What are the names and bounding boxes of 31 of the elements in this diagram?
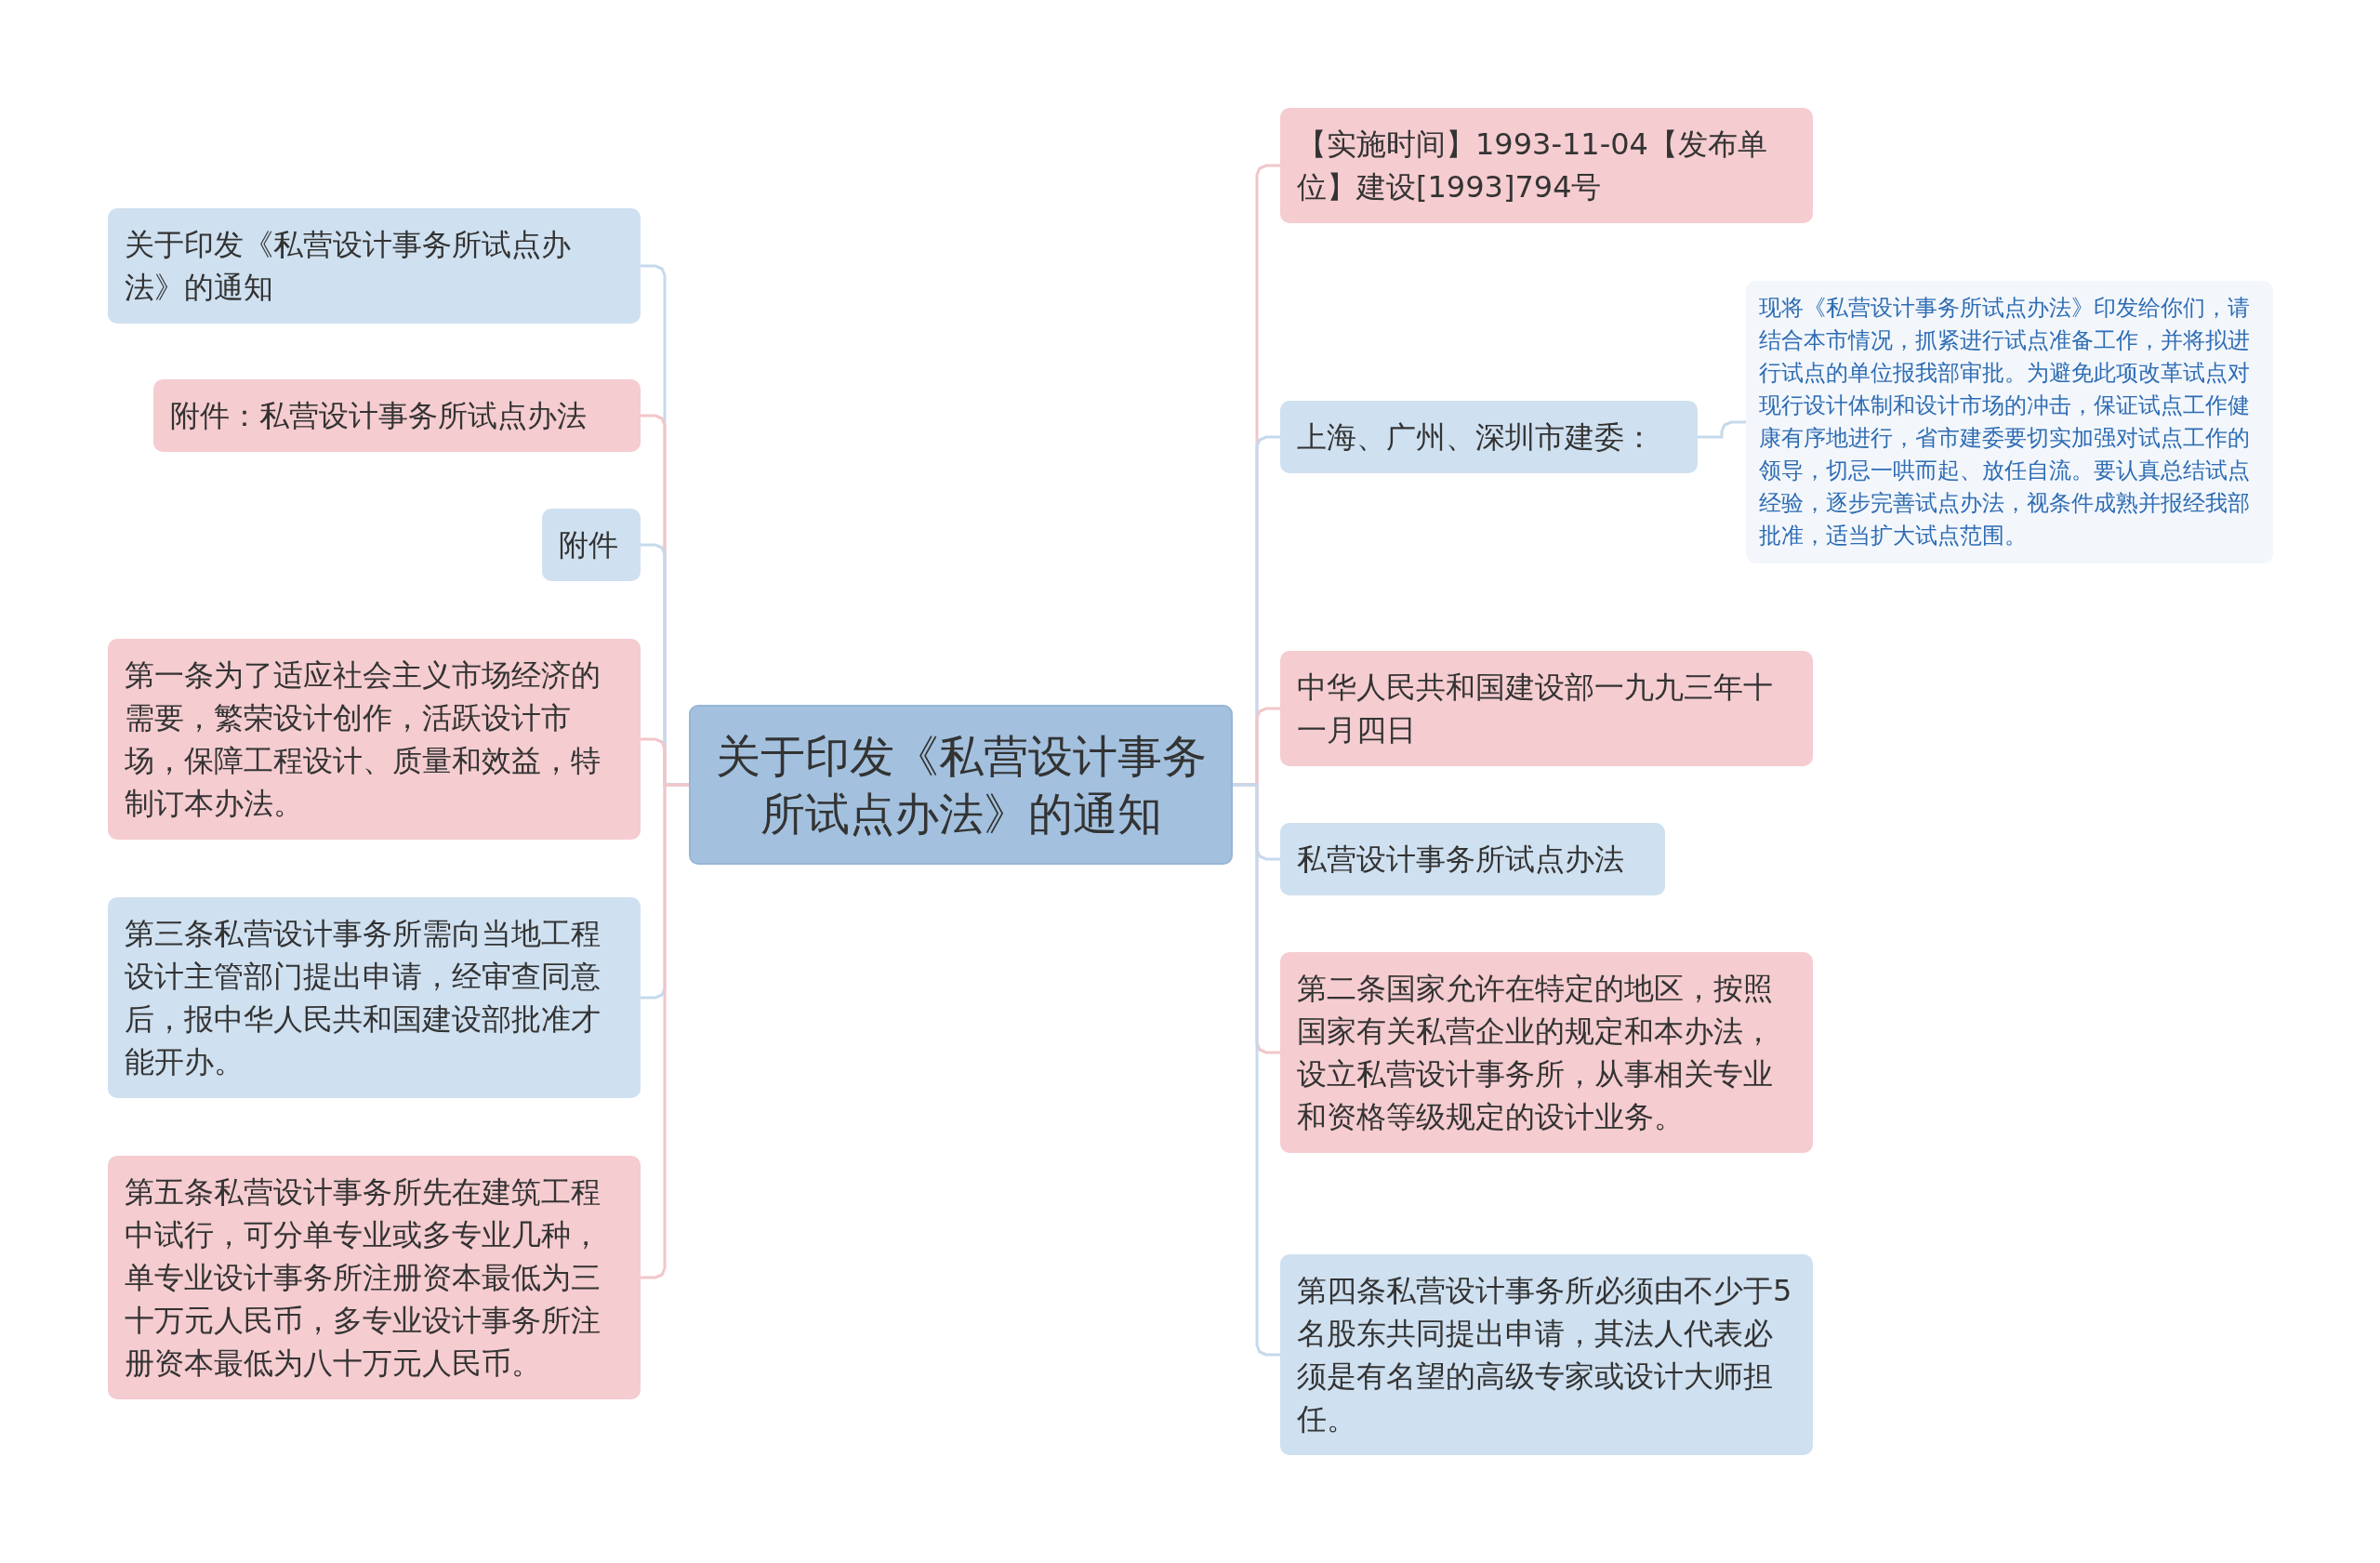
topic-text: 第一条为了适应社会主义市场经济的需要，繁荣设计创作，活跃设计市场，保障工程设计、质量和效益，特制订本办法。 bbox=[125, 656, 602, 823]
topic-text: 第四条私营设计事务所必须由不少于5名股东共同提出申请，其法人代表必须是有名望的高级专家或设计大师担任。 bbox=[1297, 1272, 1793, 1438]
topic-box bbox=[1280, 651, 1813, 766]
topic-box bbox=[108, 639, 641, 840]
topic-box bbox=[153, 379, 641, 452]
topic-box bbox=[1280, 108, 1813, 223]
topic-box bbox=[1280, 823, 1665, 895]
topic-text: 关于印发《私营设计事务所试点办法》的通知 bbox=[125, 226, 572, 307]
topic-box bbox=[108, 208, 641, 324]
central-topic-box bbox=[689, 705, 1233, 865]
topic-text: 第三条私营设计事务所需向当地工程设计主管部门提出申请，经审查同意后，报中华人民共和国建设部批准才能开办。 bbox=[125, 915, 602, 1081]
topic-text: 【实施时间】1993-11-04【发布单位】建设[1993]794号 bbox=[1297, 126, 1768, 206]
note-box bbox=[1746, 281, 2273, 563]
topic-text: 第二条国家允许在特定的地区，按照国家有关私营企业的规定和本办法，设立私营设计事务所，从事相关专业和资格等级规定的设计业务。 bbox=[1297, 970, 1774, 1136]
topic-box bbox=[108, 897, 641, 1098]
topic-text: 中华人民共和国建设部一九九三年十一月四日 bbox=[1297, 669, 1774, 749]
topic-box bbox=[1280, 1254, 1813, 1455]
topic-text: 附件 bbox=[559, 526, 619, 564]
topic-text: 现将《私营设计事务所试点办法》印发给你们，请结合本市情况，抓紧进行试点准备工作，并将拟进行试点的单位报我部审批。为避免此项改革试点对现行设计体制和设计市场的冲击，保证试点工作健康有序地进行，省市建委要切实加强对试点工作的领导，切忌一哄而起、放任自流。要认真总结试点经验，逐步完善试点办法，视条件成熟并报经我部批准，适当扩大试点范围。 bbox=[1759, 294, 2251, 550]
connector-line bbox=[1233, 783, 1280, 1357]
connector-line bbox=[641, 783, 689, 1279]
topic-box bbox=[1280, 952, 1813, 1153]
topic-text: 私营设计事务所试点办法 bbox=[1297, 841, 1625, 879]
topic-text: 关于印发《私营设计事务所试点办法》的通知 bbox=[714, 729, 1208, 841]
topic-box bbox=[108, 1156, 641, 1399]
topic-text: 第五条私营设计事务所先在建筑工程中试行，可分单专业或多专业几种，单专业设计事务所注册资本最低为三十万元人民币，多专业设计事务所注册资本最低为八十万元人民币。 bbox=[125, 1173, 602, 1383]
topic-box bbox=[1280, 401, 1698, 473]
connector-line bbox=[1698, 420, 1746, 439]
topic-box bbox=[542, 509, 641, 581]
topic-text: 附件：私营设计事务所试点办法 bbox=[170, 397, 588, 435]
topic-text: 上海、广州、深圳市建委： bbox=[1297, 418, 1655, 457]
